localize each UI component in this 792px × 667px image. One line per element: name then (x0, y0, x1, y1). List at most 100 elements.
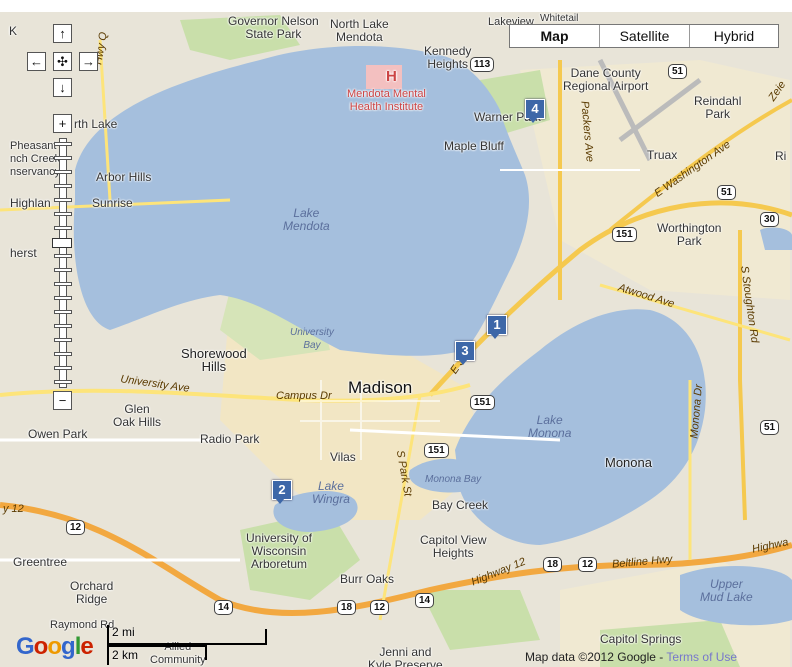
route-shield: 12 (578, 557, 598, 572)
marker-label: 4 (525, 99, 545, 119)
pan-down-button[interactable]: ↓ (53, 78, 72, 97)
route-shield: 18 (337, 600, 357, 615)
scale-km-tick (205, 645, 207, 660)
zoom-tick (54, 170, 72, 174)
zoom-tick (54, 142, 72, 146)
route-shield: 151 (612, 227, 637, 242)
zoom-tick (54, 324, 72, 328)
route-shield: 18 (543, 557, 563, 572)
terms-of-use-link[interactable]: Terms of Use (666, 650, 738, 664)
whitetail-label: Whitetail (540, 13, 579, 24)
zoom-tick (54, 268, 72, 272)
scale-km-label: 2 km (112, 648, 139, 662)
logo-letter: o (47, 633, 62, 660)
zoom-tick (54, 338, 72, 342)
zoom-in-button[interactable]: + (53, 114, 72, 133)
zoom-tick (54, 156, 72, 160)
route-shield: 51 (760, 420, 780, 435)
route-shield: 151 (424, 443, 449, 458)
map-type-map-button[interactable]: Map (540, 28, 569, 44)
zoom-tick (54, 212, 72, 216)
zoom-tick (54, 366, 72, 370)
zoom-tick (54, 380, 72, 384)
zoom-tick (54, 198, 72, 202)
scale-miles-label: 2 mi (112, 625, 135, 639)
zoom-tick (54, 310, 72, 314)
attribution: Map data ©2012 Google - Terms of Use (525, 650, 737, 664)
route-shield: 151 (470, 395, 495, 410)
marker-pointer (490, 333, 500, 339)
pan-left-button[interactable]: ← (27, 52, 46, 71)
amherst-label: herst (10, 246, 37, 260)
bay-creek-label: Bay Creek (432, 498, 489, 512)
map-type-satellite-button[interactable]: Satellite (599, 25, 689, 47)
zoom-rail (59, 138, 67, 388)
route-shield: 12 (370, 600, 390, 615)
map-marker-4[interactable]: 4 (525, 99, 545, 123)
route-shield: 12 (66, 520, 86, 535)
marker-label: 1 (487, 315, 507, 335)
arbor-hills-label: Arbor Hills (96, 170, 152, 184)
route-shield: 14 (214, 600, 234, 615)
route-shield: 113 (470, 57, 495, 72)
maple-bluff-label: Maple Bluff (444, 139, 504, 153)
zoom-out-button[interactable]: − (53, 391, 72, 410)
lake-wingra (273, 490, 358, 532)
monona-bay-label: Monona Bay (425, 474, 482, 485)
zoom-slider-thumb[interactable] (52, 237, 72, 248)
pan-up-button[interactable]: ↑ (53, 24, 72, 43)
map-type-control: Map Satellite Hybrid (509, 24, 779, 48)
map-marker-2[interactable]: 2 (272, 480, 292, 504)
scale-bar: 2 mi 2 km (107, 625, 267, 665)
pan-center-button[interactable]: ✣ (53, 52, 72, 71)
map-type-hybrid-button[interactable]: Hybrid (689, 25, 778, 47)
route-shield: 14 (415, 593, 435, 608)
google-logo[interactable]: Google (16, 633, 94, 661)
attribution-text: Map data ©2012 Google - (525, 650, 664, 664)
north-lake-label: rth Lake (74, 117, 118, 131)
hospital-icon: H (386, 68, 397, 85)
capitol-springs-label: Capitol Springs (600, 632, 682, 646)
pan-right-button[interactable]: → (79, 52, 98, 71)
greentree-label: Greentree (13, 555, 68, 569)
top-strip (0, 0, 792, 12)
raymond-rd-label: Raymond Rd (50, 619, 115, 631)
route-shield: 51 (668, 64, 688, 79)
logo-letter: g (61, 633, 76, 660)
marker-label: 3 (455, 341, 475, 361)
sunrise-label: Sunrise (92, 196, 133, 210)
map-marker-1[interactable]: 1 (487, 315, 507, 339)
zoom-tick (54, 296, 72, 300)
route-shield: 30 (760, 212, 780, 227)
map-marker-3[interactable]: 3 (455, 341, 475, 365)
madison-label: Madison (348, 378, 413, 397)
lake-mendota (73, 45, 530, 356)
vilas-label: Vilas (330, 450, 356, 464)
k-edge-label: K (9, 24, 18, 38)
radio-park-label: Radio Park (200, 432, 260, 446)
highlands-label: Highlan (10, 196, 51, 210)
zoom-slider[interactable] (52, 138, 72, 388)
marker-label: 2 (272, 480, 292, 500)
marker-pointer (458, 359, 468, 365)
truax-label: Truax (647, 148, 678, 162)
hwy-12-left-label: y 12 (3, 503, 24, 515)
